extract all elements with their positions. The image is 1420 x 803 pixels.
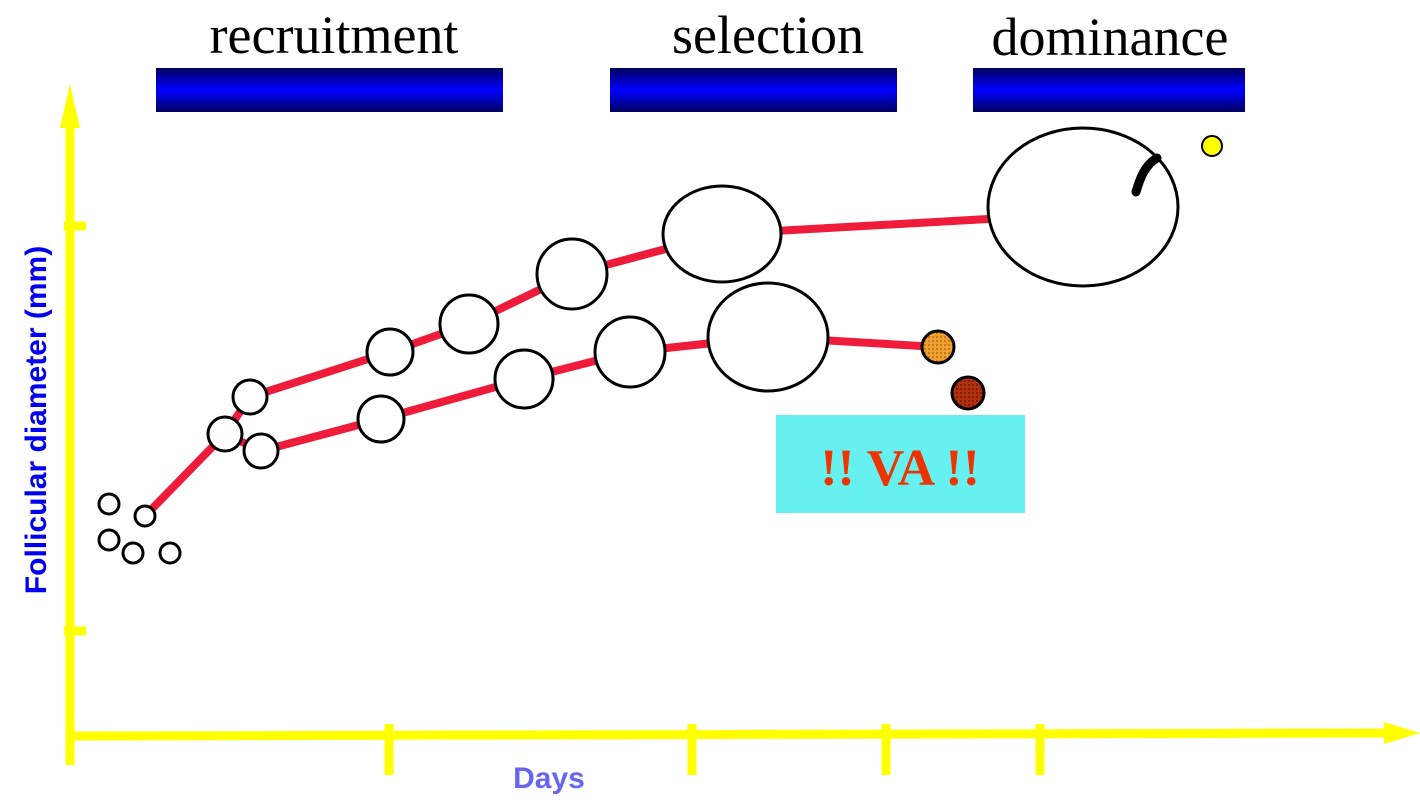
follicle [206, 415, 244, 453]
y-axis [60, 84, 86, 765]
follicle [593, 315, 667, 389]
small-follicle [133, 504, 157, 528]
va-badge: !! VA !! [776, 415, 1025, 513]
small-follicle [97, 528, 121, 552]
follicle [438, 293, 500, 355]
follicle-subordinate-largest [706, 281, 830, 393]
phase-bar-recruitment [156, 68, 503, 112]
ovulation-rupture-mark [1131, 153, 1162, 197]
phase-bar-dominance [973, 68, 1245, 112]
y-axis-arrowhead [60, 84, 80, 128]
small-follicle [121, 541, 145, 565]
y-axis-label: Follicular diameter (mm) [20, 246, 53, 594]
phase-label-dominance: dominance [992, 7, 1229, 67]
x-axis-arrowhead [1384, 722, 1420, 744]
follicle [535, 237, 609, 311]
follicle [242, 432, 280, 470]
small-follicle [97, 492, 121, 516]
follicle [493, 348, 555, 410]
va-badge-background [776, 415, 1025, 513]
follicle-dominant [986, 126, 1180, 288]
follicle [356, 394, 406, 444]
atretic-follicle-brown [950, 375, 986, 411]
phase-label-recruitment: recruitment [210, 5, 459, 65]
va-badge-text: !! VA !! [820, 440, 980, 497]
x-axis [65, 722, 1420, 775]
x-axis-label: Days [513, 762, 585, 795]
follicle [231, 378, 269, 416]
follicle-selected [661, 184, 783, 284]
x-axis-line [65, 728, 1393, 741]
phase-bar-selection [610, 68, 897, 112]
small-follicle [158, 541, 182, 565]
phase-label-selection: selection [672, 5, 864, 65]
ovulated-oocyte-dot [1201, 135, 1223, 157]
follicle [365, 327, 415, 377]
atretic-follicle-orange [920, 329, 956, 365]
